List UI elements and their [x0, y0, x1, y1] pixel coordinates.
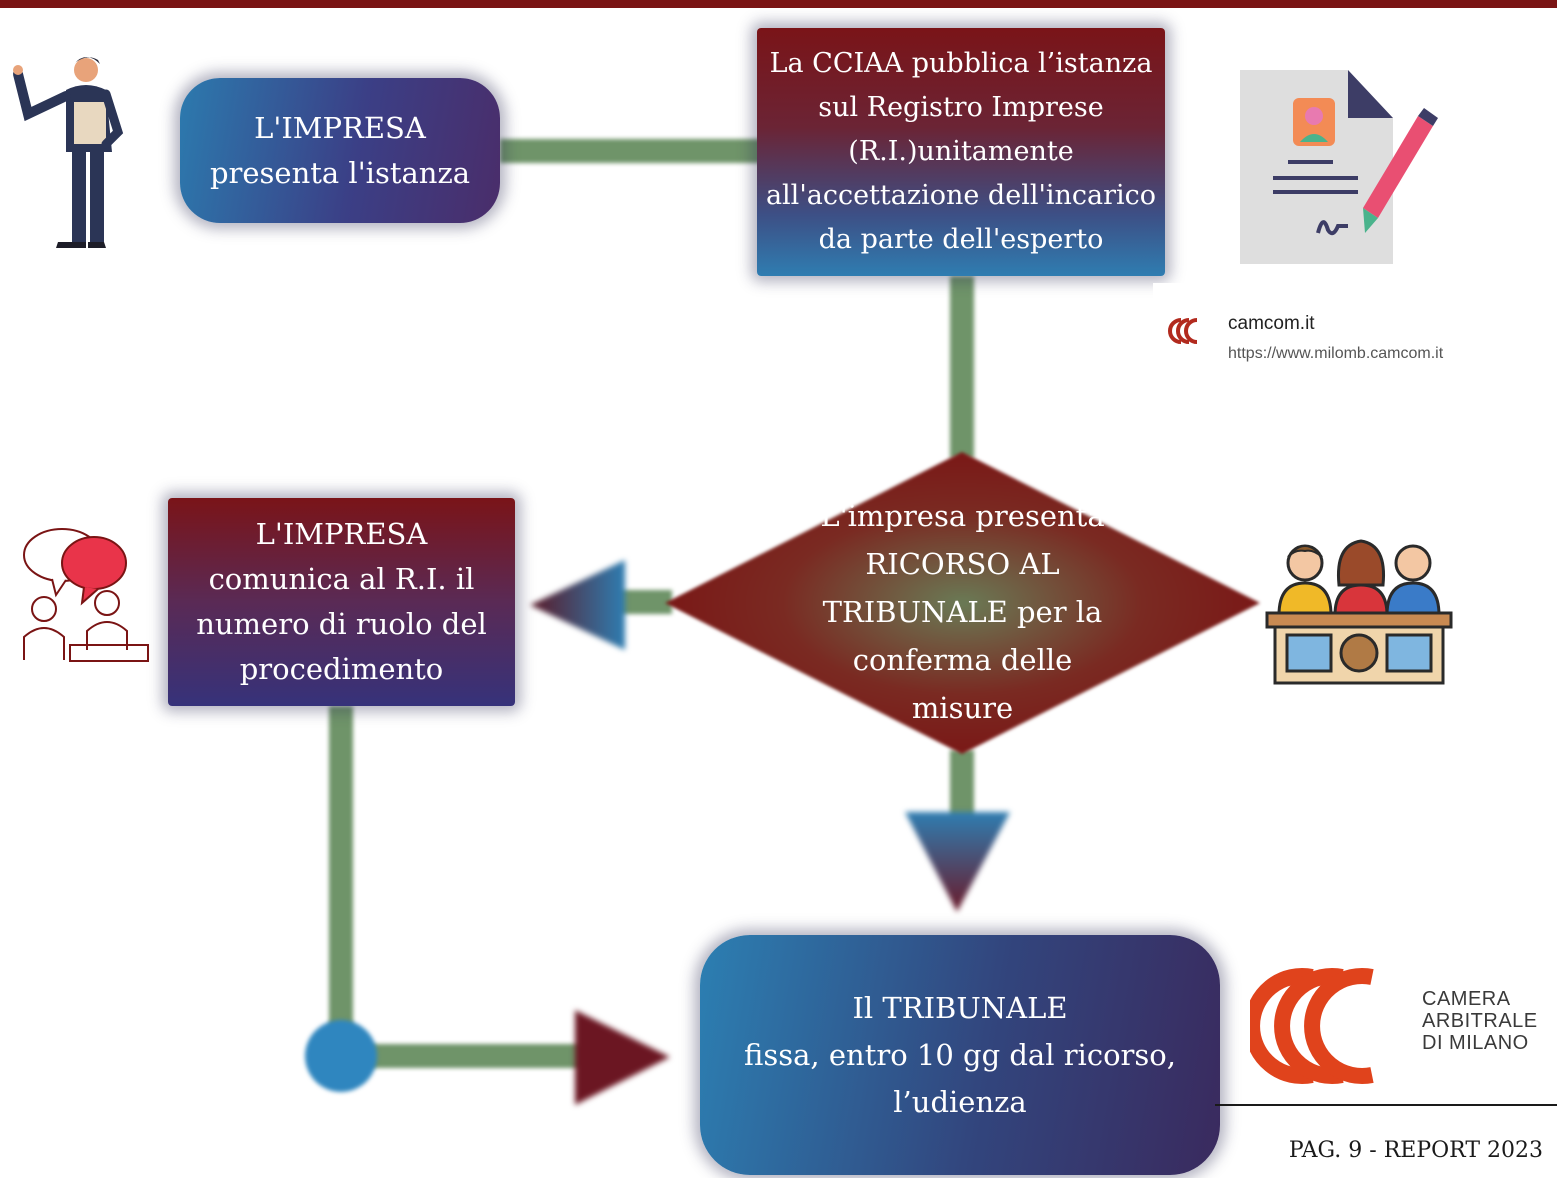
- cam-name-line2: ARBITRALE: [1422, 1010, 1538, 1032]
- page-footer-label: PAG. 9 - REPORT 2023: [1288, 1138, 1543, 1163]
- conversation-icon: [23, 528, 149, 662]
- camcom-logo-icon: [1168, 318, 1198, 344]
- connector-box3-down: [329, 706, 353, 1056]
- cam-name-line3: DI MILANO: [1422, 1032, 1529, 1054]
- step-1-text: presenta l'istanza: [209, 155, 471, 190]
- connector-box2-diamond: [950, 276, 974, 458]
- arrow-down-to-box4: [905, 812, 1010, 912]
- camera-arbitrale-logo: [1250, 968, 1374, 1084]
- step-1-title: L'IMPRESA: [254, 110, 426, 145]
- junction-dot: [305, 1020, 377, 1092]
- decision-ricorso-tribunale: L'impresa presenta RICORSO AL TRIBUNALE …: [665, 452, 1260, 754]
- cam-name-line1: CAMERA: [1422, 988, 1511, 1010]
- step-cciaa-pubblica: La CCIAA pubblica l’istanza sul Registro…: [757, 28, 1165, 276]
- tribunal-judges-icon: [1265, 539, 1453, 685]
- arrow-right-to-box4: [575, 1010, 670, 1105]
- step-2-text: La CCIAA pubblica l’istanza sul Registro…: [765, 48, 1157, 255]
- connector-diamond-box4: [950, 750, 974, 820]
- decision-text: L'impresa presenta RICORSO AL TRIBUNALE …: [820, 499, 1105, 725]
- step-4-text: Il TRIBUNALE fissa, entro 10 gg dal rico…: [744, 990, 1176, 1119]
- step-impresa-istanza: L'IMPRESA presenta l'istanza: [180, 78, 500, 223]
- diamond-shape: [665, 452, 1260, 754]
- businessman-presenting-icon: [13, 57, 124, 248]
- camcom-link-card[interactable]: camcom.it https://www.milomb.camcom.it: [1153, 283, 1523, 378]
- camera-arbitrale-name: CAMERA ARBITRALE DI MILANO: [1422, 988, 1538, 1054]
- step-3-text: L'IMPRESA comunica al R.I. il numero di …: [196, 517, 487, 686]
- top-accent-bar: [0, 0, 1557, 8]
- connector-to-box4: [340, 1044, 585, 1068]
- camcom-url[interactable]: https://www.milomb.camcom.it: [1228, 345, 1444, 362]
- step-impresa-comunica: L'IMPRESA comunica al R.I. il numero di …: [168, 498, 515, 706]
- document-signing-icon: [1240, 70, 1438, 264]
- footer-rule: [1215, 1104, 1557, 1106]
- camcom-title: camcom.it: [1228, 313, 1315, 334]
- connector-box1-box2: [500, 139, 762, 163]
- arrow-left-to-box3: [530, 560, 625, 650]
- step-tribunale-udienza: Il TRIBUNALE fissa, entro 10 gg dal rico…: [700, 935, 1220, 1175]
